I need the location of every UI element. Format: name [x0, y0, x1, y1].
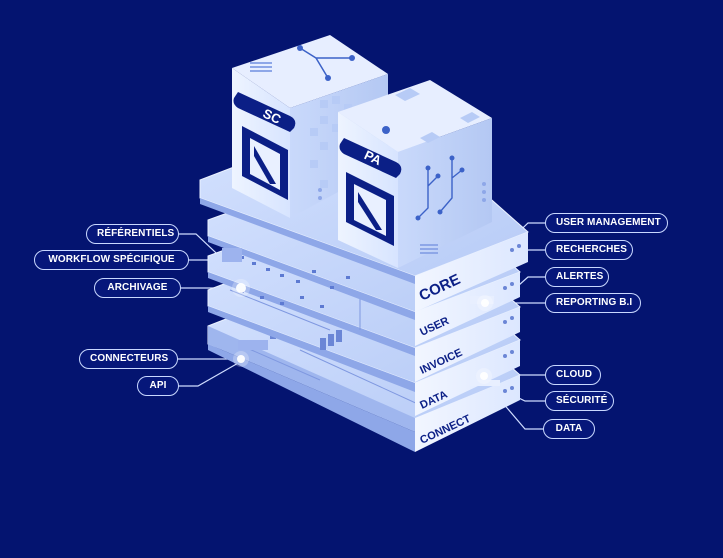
module-workflow-specifique: WORKFLOW SPÉCIFIQUE	[34, 250, 189, 270]
module-recherches: RECHERCHES	[545, 240, 633, 260]
vent-grille-icon	[420, 244, 438, 254]
sc-label: SC	[261, 106, 284, 127]
server-sc: SC	[232, 35, 388, 218]
pa-document-icon	[346, 172, 394, 246]
module-reporting-bi: REPORTING B.I	[545, 293, 641, 313]
glow-dots	[232, 279, 493, 384]
module-user-management: USER MANAGEMENT	[545, 213, 668, 233]
module-alertes: ALERTES	[545, 267, 609, 287]
module-connecteurs: CONNECTEURS	[79, 349, 178, 369]
module-api: API	[137, 376, 179, 396]
connector-api	[178, 361, 241, 387]
module-referentiels: RÉFÉRENTIELS	[86, 224, 179, 244]
module-archivage: ARCHIVAGE	[94, 278, 181, 298]
pa-badge: PA	[339, 138, 402, 178]
server-pa: PA	[338, 80, 492, 268]
vent-grille-icon	[250, 62, 272, 72]
sc-document-icon	[242, 126, 288, 200]
sc-badge: SC	[233, 92, 296, 132]
module-data: DATA	[543, 419, 595, 439]
module-securite: SÉCURITÉ	[545, 391, 614, 411]
module-cloud: CLOUD	[545, 365, 601, 385]
pa-label: PA	[362, 147, 384, 168]
